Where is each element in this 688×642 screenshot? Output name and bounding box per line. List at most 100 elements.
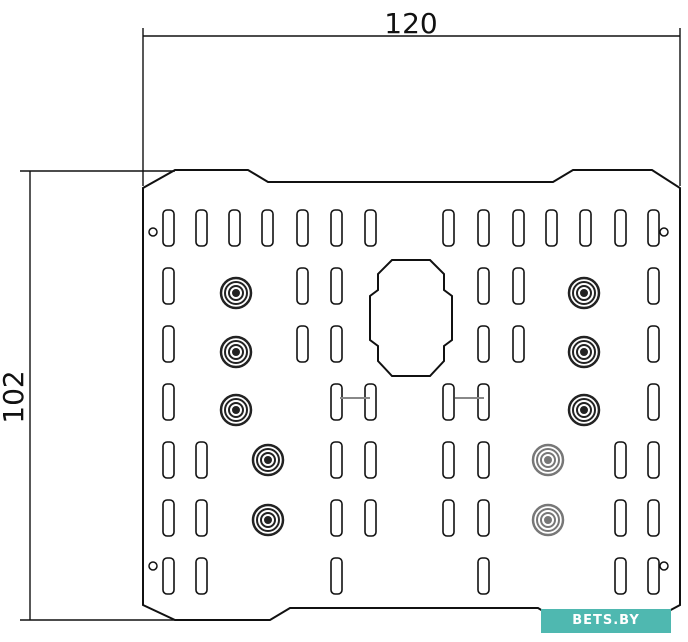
vent-slot bbox=[512, 267, 525, 305]
vent-slot bbox=[364, 499, 377, 537]
vent-slot bbox=[162, 267, 175, 305]
screw-ring bbox=[228, 402, 244, 418]
screw-ring bbox=[256, 448, 280, 472]
vent-slot bbox=[442, 383, 455, 421]
vent-slot bbox=[477, 441, 490, 479]
screw-ring bbox=[260, 512, 276, 528]
screw-ring bbox=[580, 348, 588, 356]
vent-slot bbox=[330, 325, 343, 363]
vent-slot bbox=[195, 499, 208, 537]
screw-standoff bbox=[219, 276, 253, 310]
screw-ring bbox=[576, 344, 592, 360]
screw-ring bbox=[219, 276, 253, 310]
screw-ring bbox=[264, 516, 272, 524]
vent-slot bbox=[477, 267, 490, 305]
screw-ring bbox=[228, 344, 244, 360]
vent-slot bbox=[364, 441, 377, 479]
vent-slot bbox=[442, 499, 455, 537]
vent-slot bbox=[512, 209, 525, 247]
vent-slot bbox=[647, 383, 660, 421]
screw-ring bbox=[572, 340, 596, 364]
screw-standoff bbox=[531, 503, 565, 537]
screw-standoff bbox=[219, 393, 253, 427]
vent-slot bbox=[195, 209, 208, 247]
mounting-hole bbox=[148, 227, 158, 237]
screw-ring bbox=[232, 406, 240, 414]
width-dimension-label: 120 bbox=[384, 7, 437, 40]
center-cutout bbox=[369, 259, 453, 377]
screw-ring bbox=[567, 335, 601, 369]
vent-slot bbox=[477, 209, 490, 247]
screw-ring bbox=[540, 512, 556, 528]
screw-ring bbox=[531, 503, 565, 537]
screw-ring bbox=[544, 516, 552, 524]
vent-slot bbox=[296, 267, 309, 305]
vent-slots bbox=[162, 209, 660, 595]
vent-slot bbox=[195, 441, 208, 479]
vent-slot bbox=[330, 557, 343, 595]
mounting-hole bbox=[659, 227, 669, 237]
screw-ring bbox=[219, 335, 253, 369]
vent-slot bbox=[228, 209, 241, 247]
vent-slot bbox=[579, 209, 592, 247]
screw-standoff bbox=[567, 393, 601, 427]
width-dimension bbox=[142, 28, 681, 186]
vent-slot bbox=[330, 383, 343, 421]
screw-ring bbox=[580, 289, 588, 297]
height-dimension bbox=[20, 170, 175, 621]
screw-ring bbox=[260, 452, 276, 468]
mounting-hole bbox=[148, 561, 158, 571]
screw-ring bbox=[251, 443, 285, 477]
vent-slot bbox=[364, 383, 377, 421]
screw-ring bbox=[232, 289, 240, 297]
vent-slot bbox=[296, 325, 309, 363]
screw-ring bbox=[256, 508, 280, 532]
vent-slot bbox=[614, 499, 627, 537]
screw-ring bbox=[251, 503, 285, 537]
vent-slot bbox=[162, 441, 175, 479]
screw-ring bbox=[536, 448, 560, 472]
mounting-holes bbox=[148, 227, 669, 571]
vent-slot bbox=[442, 209, 455, 247]
vent-slot bbox=[512, 325, 525, 363]
vent-slot bbox=[162, 209, 175, 247]
screw-ring bbox=[576, 285, 592, 301]
vent-slot bbox=[162, 499, 175, 537]
screw-ring bbox=[536, 508, 560, 532]
vent-slot bbox=[477, 383, 490, 421]
screw-ring bbox=[228, 285, 244, 301]
vent-slot bbox=[647, 557, 660, 595]
watermark-badge: BETS.BY bbox=[541, 609, 671, 633]
vent-slot bbox=[296, 209, 309, 247]
vent-slot bbox=[261, 209, 274, 247]
vent-slot bbox=[195, 557, 208, 595]
vent-slot bbox=[162, 557, 175, 595]
screw-standoff bbox=[567, 335, 601, 369]
vent-slot bbox=[364, 209, 377, 247]
vent-slot bbox=[647, 441, 660, 479]
plate-outline bbox=[142, 169, 681, 621]
vent-slot bbox=[330, 441, 343, 479]
vent-slot bbox=[442, 441, 455, 479]
screw-ring bbox=[531, 443, 565, 477]
screw-standoff bbox=[251, 503, 285, 537]
vent-slot bbox=[330, 209, 343, 247]
vent-slot bbox=[647, 325, 660, 363]
screw-standoffs bbox=[219, 276, 601, 537]
vent-slot bbox=[477, 499, 490, 537]
screw-ring bbox=[580, 406, 588, 414]
screw-ring bbox=[544, 456, 552, 464]
screw-ring bbox=[572, 281, 596, 305]
vent-slot bbox=[647, 267, 660, 305]
screw-ring bbox=[219, 393, 253, 427]
screw-ring bbox=[540, 452, 556, 468]
screw-ring bbox=[567, 276, 601, 310]
vent-slot bbox=[330, 267, 343, 305]
screw-ring bbox=[224, 398, 248, 422]
screw-ring bbox=[572, 398, 596, 422]
screw-standoff bbox=[251, 443, 285, 477]
screw-ring bbox=[224, 340, 248, 364]
vent-slot bbox=[614, 209, 627, 247]
screw-ring bbox=[567, 393, 601, 427]
